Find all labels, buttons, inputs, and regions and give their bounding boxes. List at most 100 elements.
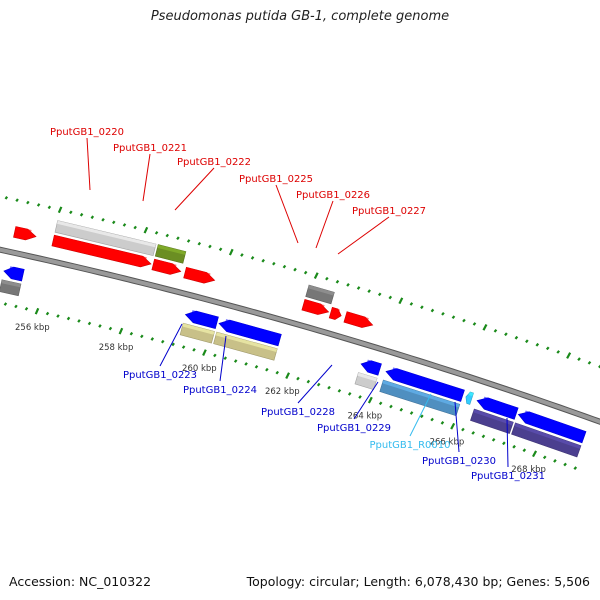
minor-tick xyxy=(502,441,506,446)
minor-tick xyxy=(176,236,180,241)
backbone xyxy=(0,246,600,425)
gene-label-PputGB1_0229[interactable]: PputGB1_0229 xyxy=(317,381,391,434)
gene-label-text[interactable]: PputGB1_0227 xyxy=(352,206,426,217)
gene-PputGB1_0225[interactable] xyxy=(301,299,330,315)
gene-label-PputGB1_0226[interactable]: PputGB1_0226 xyxy=(296,190,370,249)
minor-tick xyxy=(337,388,342,393)
gene-label-text[interactable]: PputGB1_0221 xyxy=(113,143,187,154)
minor-tick xyxy=(399,407,404,412)
cog-PputGB1_0231[interactable] xyxy=(511,422,582,458)
gene-label-text[interactable]: PputGB1_0222 xyxy=(177,157,251,168)
gene-PputGB1_0223[interactable] xyxy=(184,310,219,329)
minor-tick xyxy=(409,411,414,415)
gene-PputGB1_0228[interactable] xyxy=(360,359,382,376)
minor-tick xyxy=(451,315,456,320)
gene-PputGB1_0226[interactable] xyxy=(328,306,342,320)
gene-label-text[interactable]: PputGB1_0225 xyxy=(239,174,313,185)
minor-tick xyxy=(14,304,18,309)
rna-PputGB1_R0010[interactable] xyxy=(465,391,474,405)
scale-label: 260 kbp xyxy=(182,364,217,374)
gene-label-text[interactable]: PputGB1_0229 xyxy=(317,423,391,434)
gene-PputGB1_0219[interactable] xyxy=(13,226,37,241)
gene-label-text[interactable]: PputGB1_0220 xyxy=(50,127,124,138)
minor-tick xyxy=(389,404,393,409)
gene-label-text[interactable]: PputGB1_R0010 xyxy=(369,440,450,451)
gene-label-PputGB1_0225[interactable]: PputGB1_0225 xyxy=(239,174,313,244)
cog-PputGB1_0218[interactable] xyxy=(0,279,22,297)
minor-tick xyxy=(244,362,248,366)
minor-tick xyxy=(430,417,434,422)
leader-line xyxy=(337,216,390,255)
minor-tick xyxy=(462,318,466,323)
leader-line xyxy=(275,184,299,244)
minor-tick xyxy=(101,217,105,222)
minor-tick xyxy=(377,292,382,297)
gene-label-PputGB1_0230[interactable]: PputGB1_0230 xyxy=(422,401,496,467)
major-tick xyxy=(482,323,488,331)
cog-PputGB1_0220[interactable] xyxy=(54,220,157,257)
gene-PputGB1_0218[interactable] xyxy=(3,266,25,282)
leader-line xyxy=(219,335,227,382)
gene-label-text[interactable]: PputGB1_0226 xyxy=(296,190,370,201)
leader-line xyxy=(142,153,151,202)
cog-PputGB1_0221[interactable] xyxy=(154,244,187,264)
gene-PputGB1_0230[interactable] xyxy=(476,396,519,420)
minor-tick xyxy=(261,258,265,263)
minor-tick xyxy=(346,283,350,287)
gene-label-PputGB1_0227[interactable]: PputGB1_0227 xyxy=(337,206,426,255)
gene-label-PputGB1_0224[interactable]: PputGB1_0224 xyxy=(183,335,257,396)
gene-label-PputGB1_0228[interactable]: PputGB1_0228 xyxy=(261,364,335,418)
minor-tick xyxy=(504,332,508,337)
cog-PputGB1_0228[interactable] xyxy=(354,372,378,391)
minor-tick xyxy=(378,401,383,406)
minor-tick xyxy=(472,322,477,326)
gene-PputGB1_0231[interactable] xyxy=(517,410,587,444)
cog-PputGB1_0223[interactable] xyxy=(179,322,215,344)
minor-tick xyxy=(213,353,217,358)
minor-tick xyxy=(545,346,550,351)
minor-tick xyxy=(4,196,9,200)
scale-label: 268 kbp xyxy=(511,465,546,475)
minor-tick xyxy=(556,350,560,354)
major-tick xyxy=(228,248,234,256)
leader-line xyxy=(506,417,509,468)
gene-label-PputGB1_0231[interactable]: PputGB1_0231 xyxy=(471,417,545,482)
minor-tick xyxy=(430,308,435,313)
gene-PputGB1_0221[interactable] xyxy=(151,258,182,275)
gene-PputGB1_0220[interactable] xyxy=(51,234,152,268)
cog-PputGB1_0224[interactable] xyxy=(213,331,278,361)
gene-label-PputGB1_R0010[interactable]: PputGB1_R0010 xyxy=(369,393,451,451)
genome-summary-text: Topology: circular; Length: 6,078,430 bp… xyxy=(246,574,590,589)
major-tick xyxy=(398,297,404,305)
minor-tick xyxy=(282,264,287,269)
cog-PputGB1_0230[interactable] xyxy=(470,408,514,434)
gene-label-text[interactable]: PputGB1_0228 xyxy=(261,407,335,418)
minor-tick xyxy=(87,321,92,326)
leader-line xyxy=(315,200,334,249)
minor-tick xyxy=(24,306,29,311)
gene-label-text[interactable]: PputGB1_0223 xyxy=(123,370,197,381)
minor-tick xyxy=(154,231,159,235)
gene-label-text[interactable]: PputGB1_0224 xyxy=(183,385,257,396)
gene-label-PputGB1_0220[interactable]: PputGB1_0220 xyxy=(50,127,124,191)
minor-tick xyxy=(165,233,170,238)
gene-PputGB1_0222[interactable] xyxy=(183,266,216,284)
minor-tick xyxy=(90,215,95,220)
gene-label-PputGB1_0221[interactable]: PputGB1_0221 xyxy=(113,143,187,202)
minor-tick xyxy=(208,244,212,249)
minor-tick xyxy=(522,448,527,453)
cog-PputGB1_0225[interactable] xyxy=(305,284,335,305)
gene-PputGB1_0224[interactable] xyxy=(218,319,282,347)
gene-PputGB1_0227[interactable] xyxy=(343,311,374,328)
minor-tick xyxy=(577,357,581,361)
gene-label-text[interactable]: PputGB1_0231 xyxy=(471,471,545,482)
map-title: Pseudomonas putida GB-1, complete genome xyxy=(150,9,450,24)
gene-label-PputGB1_0222[interactable]: PputGB1_0222 xyxy=(174,157,251,211)
scale-label: 256 kbp xyxy=(15,323,50,333)
gene-label-PputGB1_0223[interactable]: PputGB1_0223 xyxy=(123,323,197,381)
minor-tick xyxy=(440,421,445,425)
gene-PputGB1_0229[interactable] xyxy=(385,367,465,402)
minor-tick xyxy=(15,198,19,203)
gene-label-text[interactable]: PputGB1_0230 xyxy=(422,456,496,467)
